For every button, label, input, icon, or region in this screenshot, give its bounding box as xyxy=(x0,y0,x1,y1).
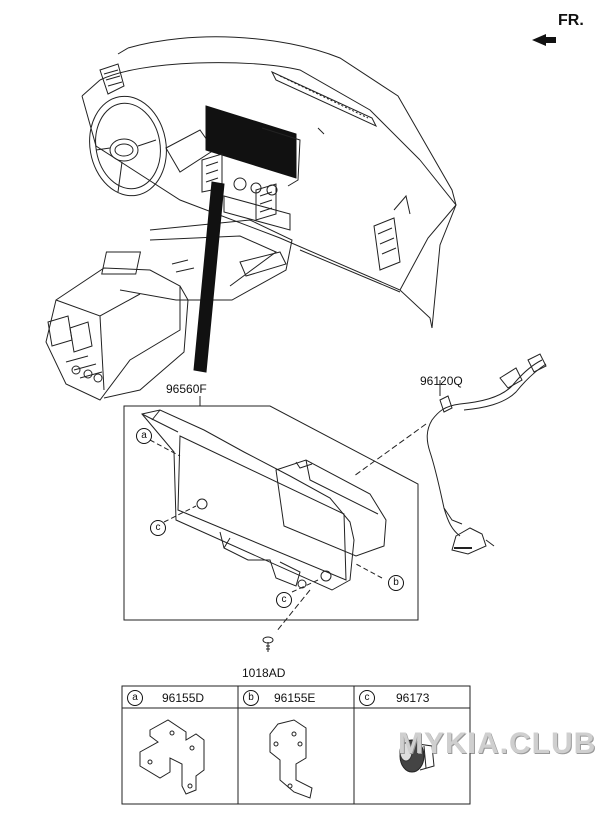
callout-a: a xyxy=(136,428,152,444)
part-label-wiring: 96120Q xyxy=(420,374,463,388)
callout-c-bottom: c xyxy=(276,592,292,608)
part-label-monitor: 96560F xyxy=(166,382,207,396)
exploded-view-box xyxy=(123,396,419,621)
legend-part-b: 96155E xyxy=(274,691,316,705)
screw-icon xyxy=(262,636,274,652)
watermark: MYKIA.CLUB xyxy=(398,727,597,760)
monitor-assembly-illustration xyxy=(141,409,387,633)
legend-table xyxy=(121,685,471,805)
legend-key-a: a xyxy=(127,690,143,706)
bracket-b-icon xyxy=(269,719,313,799)
direction-label: FR. xyxy=(558,12,584,29)
legend-key-c: c xyxy=(359,690,375,706)
dashboard-illustration xyxy=(45,36,457,401)
legend-key-b: b xyxy=(243,690,259,706)
wiring-harness-illustration xyxy=(353,353,547,555)
clip-icon xyxy=(399,739,435,773)
part-label-screw: 1018AD xyxy=(242,666,286,680)
front-arrow-icon xyxy=(532,34,556,46)
bracket-a-icon xyxy=(139,719,205,795)
legend-part-c: 96173 xyxy=(396,691,430,705)
legend-part-a: 96155D xyxy=(162,691,205,705)
callout-b: b xyxy=(388,575,404,591)
callout-c-left: c xyxy=(150,520,166,536)
